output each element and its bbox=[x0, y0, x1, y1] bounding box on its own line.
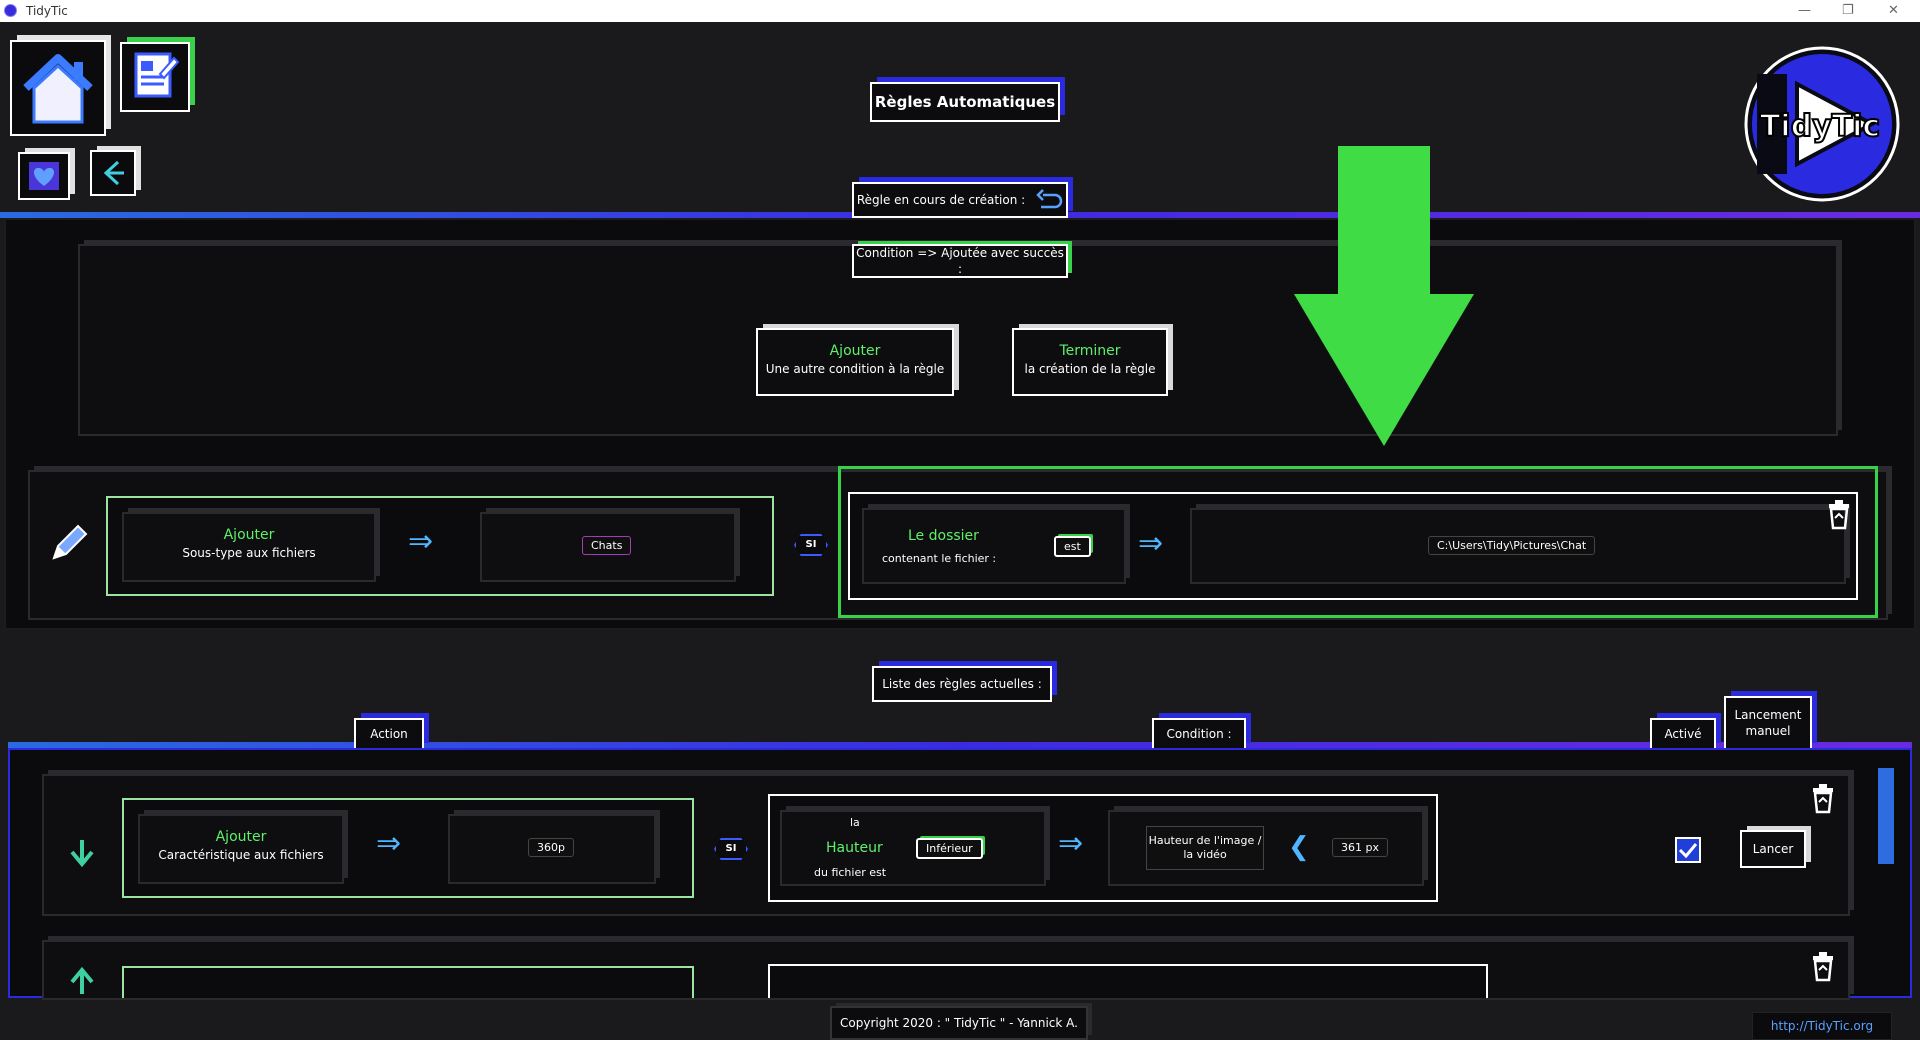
home-icon bbox=[23, 54, 93, 124]
creation-section-label: Règle en cours de création : bbox=[852, 182, 1068, 218]
condition-success-label: Condition => Ajoutée avec succès : bbox=[852, 244, 1068, 278]
list-section-label: Liste des règles actuelles : bbox=[872, 666, 1052, 702]
current-action-title: Ajouter bbox=[223, 527, 275, 543]
rule-condition-sub: du fichier est bbox=[814, 866, 887, 879]
trash-icon[interactable] bbox=[1810, 784, 1836, 814]
column-header-active: Activé bbox=[1650, 718, 1716, 750]
rule-condition-card: la Hauteur du fichier est Inférieur bbox=[780, 810, 1046, 886]
current-condition-operator[interactable]: est bbox=[1054, 536, 1091, 557]
add-condition-sub: Une autre condition à la règle bbox=[765, 361, 945, 376]
rule-condition-pre: la bbox=[850, 816, 860, 829]
home-button[interactable] bbox=[10, 40, 106, 136]
rule-condition-target: Hauteur de l'image / la vidéo bbox=[1146, 826, 1264, 870]
current-action-value-card: Chats bbox=[480, 512, 736, 582]
less-than-icon: ❮ bbox=[1288, 832, 1310, 862]
close-button[interactable]: ✕ bbox=[1888, 3, 1899, 18]
current-action-sub: Sous-type aux fichiers bbox=[182, 545, 316, 560]
finish-rule-title: Terminer bbox=[1059, 343, 1121, 359]
footer-copyright: Copyright 2020 : " TidyTic " - Yannick A… bbox=[830, 1006, 1088, 1040]
current-condition-value-card: C:\Users\Tidy\Pictures\Chat bbox=[1190, 508, 1846, 584]
active-checkbox[interactable] bbox=[1674, 836, 1702, 864]
logo-text: TidyTic bbox=[1760, 109, 1880, 144]
list-divider bbox=[8, 742, 1912, 748]
arrow-right-icon: ⇒ bbox=[376, 826, 402, 861]
rule-condition-value: 361 px bbox=[1332, 838, 1388, 857]
minimize-button[interactable]: — bbox=[1798, 3, 1811, 18]
pencil-icon[interactable] bbox=[48, 522, 90, 564]
rule-action-box bbox=[122, 966, 694, 998]
rule-action-value-card: 360p bbox=[448, 814, 656, 884]
back-button[interactable] bbox=[90, 150, 136, 196]
page-title: Règles Automatiques bbox=[870, 82, 1060, 122]
rule-condition-operator[interactable]: Inférieur bbox=[916, 838, 983, 859]
add-condition-button[interactable]: Ajouter Une autre condition à la règle bbox=[756, 328, 954, 396]
arrow-right-icon: ⇒ bbox=[408, 524, 434, 559]
current-condition-title: Le dossier bbox=[908, 528, 979, 544]
rule-condition-box bbox=[768, 964, 1488, 998]
run-rule-button[interactable]: Lancer bbox=[1740, 830, 1806, 868]
document-edit-icon bbox=[134, 52, 180, 98]
rule-condition-value-card: Hauteur de l'image / la vidéo ❮ 361 px bbox=[1108, 810, 1424, 886]
current-condition-card: Le dossier contenant le fichier : est bbox=[862, 508, 1126, 584]
column-header-action: Action bbox=[354, 718, 424, 750]
restore-button[interactable]: ❐ bbox=[1842, 3, 1854, 18]
footer-link[interactable]: http://TidyTic.org bbox=[1752, 1012, 1892, 1040]
add-condition-title: Ajouter bbox=[829, 343, 881, 359]
highlight-condition-frame bbox=[838, 466, 1878, 618]
arrow-up-icon[interactable] bbox=[64, 964, 100, 1000]
trash-icon[interactable] bbox=[1810, 952, 1836, 982]
arrow-left-icon bbox=[103, 160, 124, 186]
current-action-card: Ajouter Sous-type aux fichiers bbox=[122, 512, 376, 582]
trash-icon[interactable] bbox=[1826, 500, 1852, 530]
rule-action-value: 360p bbox=[528, 838, 574, 857]
si-badge: SI bbox=[794, 534, 828, 556]
finish-rule-button[interactable]: Terminer la création de la règle bbox=[1012, 328, 1168, 396]
rule-action-sub: Caractéristique aux fichiers bbox=[158, 847, 324, 862]
list-scrollbar[interactable] bbox=[1878, 768, 1894, 864]
rule-action-title: Ajouter bbox=[215, 829, 267, 845]
current-condition-value: C:\Users\Tidy\Pictures\Chat bbox=[1428, 536, 1596, 555]
arrow-right-icon: ⇒ bbox=[1138, 526, 1164, 561]
rule-condition-title: Hauteur bbox=[826, 840, 883, 856]
current-condition-sub: contenant le fichier : bbox=[882, 552, 997, 565]
rule-action-card: Ajouter Caractéristique aux fichiers bbox=[138, 814, 344, 884]
current-action-value: Chats bbox=[582, 536, 632, 555]
column-header-manual: Lancement manuel bbox=[1724, 696, 1812, 750]
window-title: TidyTic bbox=[26, 4, 68, 18]
app-icon bbox=[4, 4, 17, 17]
arrow-down-icon[interactable] bbox=[64, 834, 100, 870]
si-badge: SI bbox=[714, 838, 748, 860]
rules-editor-button[interactable] bbox=[120, 42, 190, 112]
heart-icon bbox=[29, 162, 59, 190]
finish-rule-sub: la création de la règle bbox=[1024, 361, 1156, 376]
favorites-button[interactable] bbox=[18, 152, 70, 200]
arrow-right-icon: ⇒ bbox=[1058, 826, 1084, 861]
tidytic-logo: TidyTic bbox=[1742, 44, 1902, 204]
undo-icon[interactable] bbox=[1035, 189, 1063, 211]
highlight-arrow-icon bbox=[1294, 146, 1474, 446]
column-header-condition: Condition : bbox=[1152, 718, 1246, 750]
window-titlebar: TidyTic — ❐ ✕ bbox=[0, 0, 1920, 22]
